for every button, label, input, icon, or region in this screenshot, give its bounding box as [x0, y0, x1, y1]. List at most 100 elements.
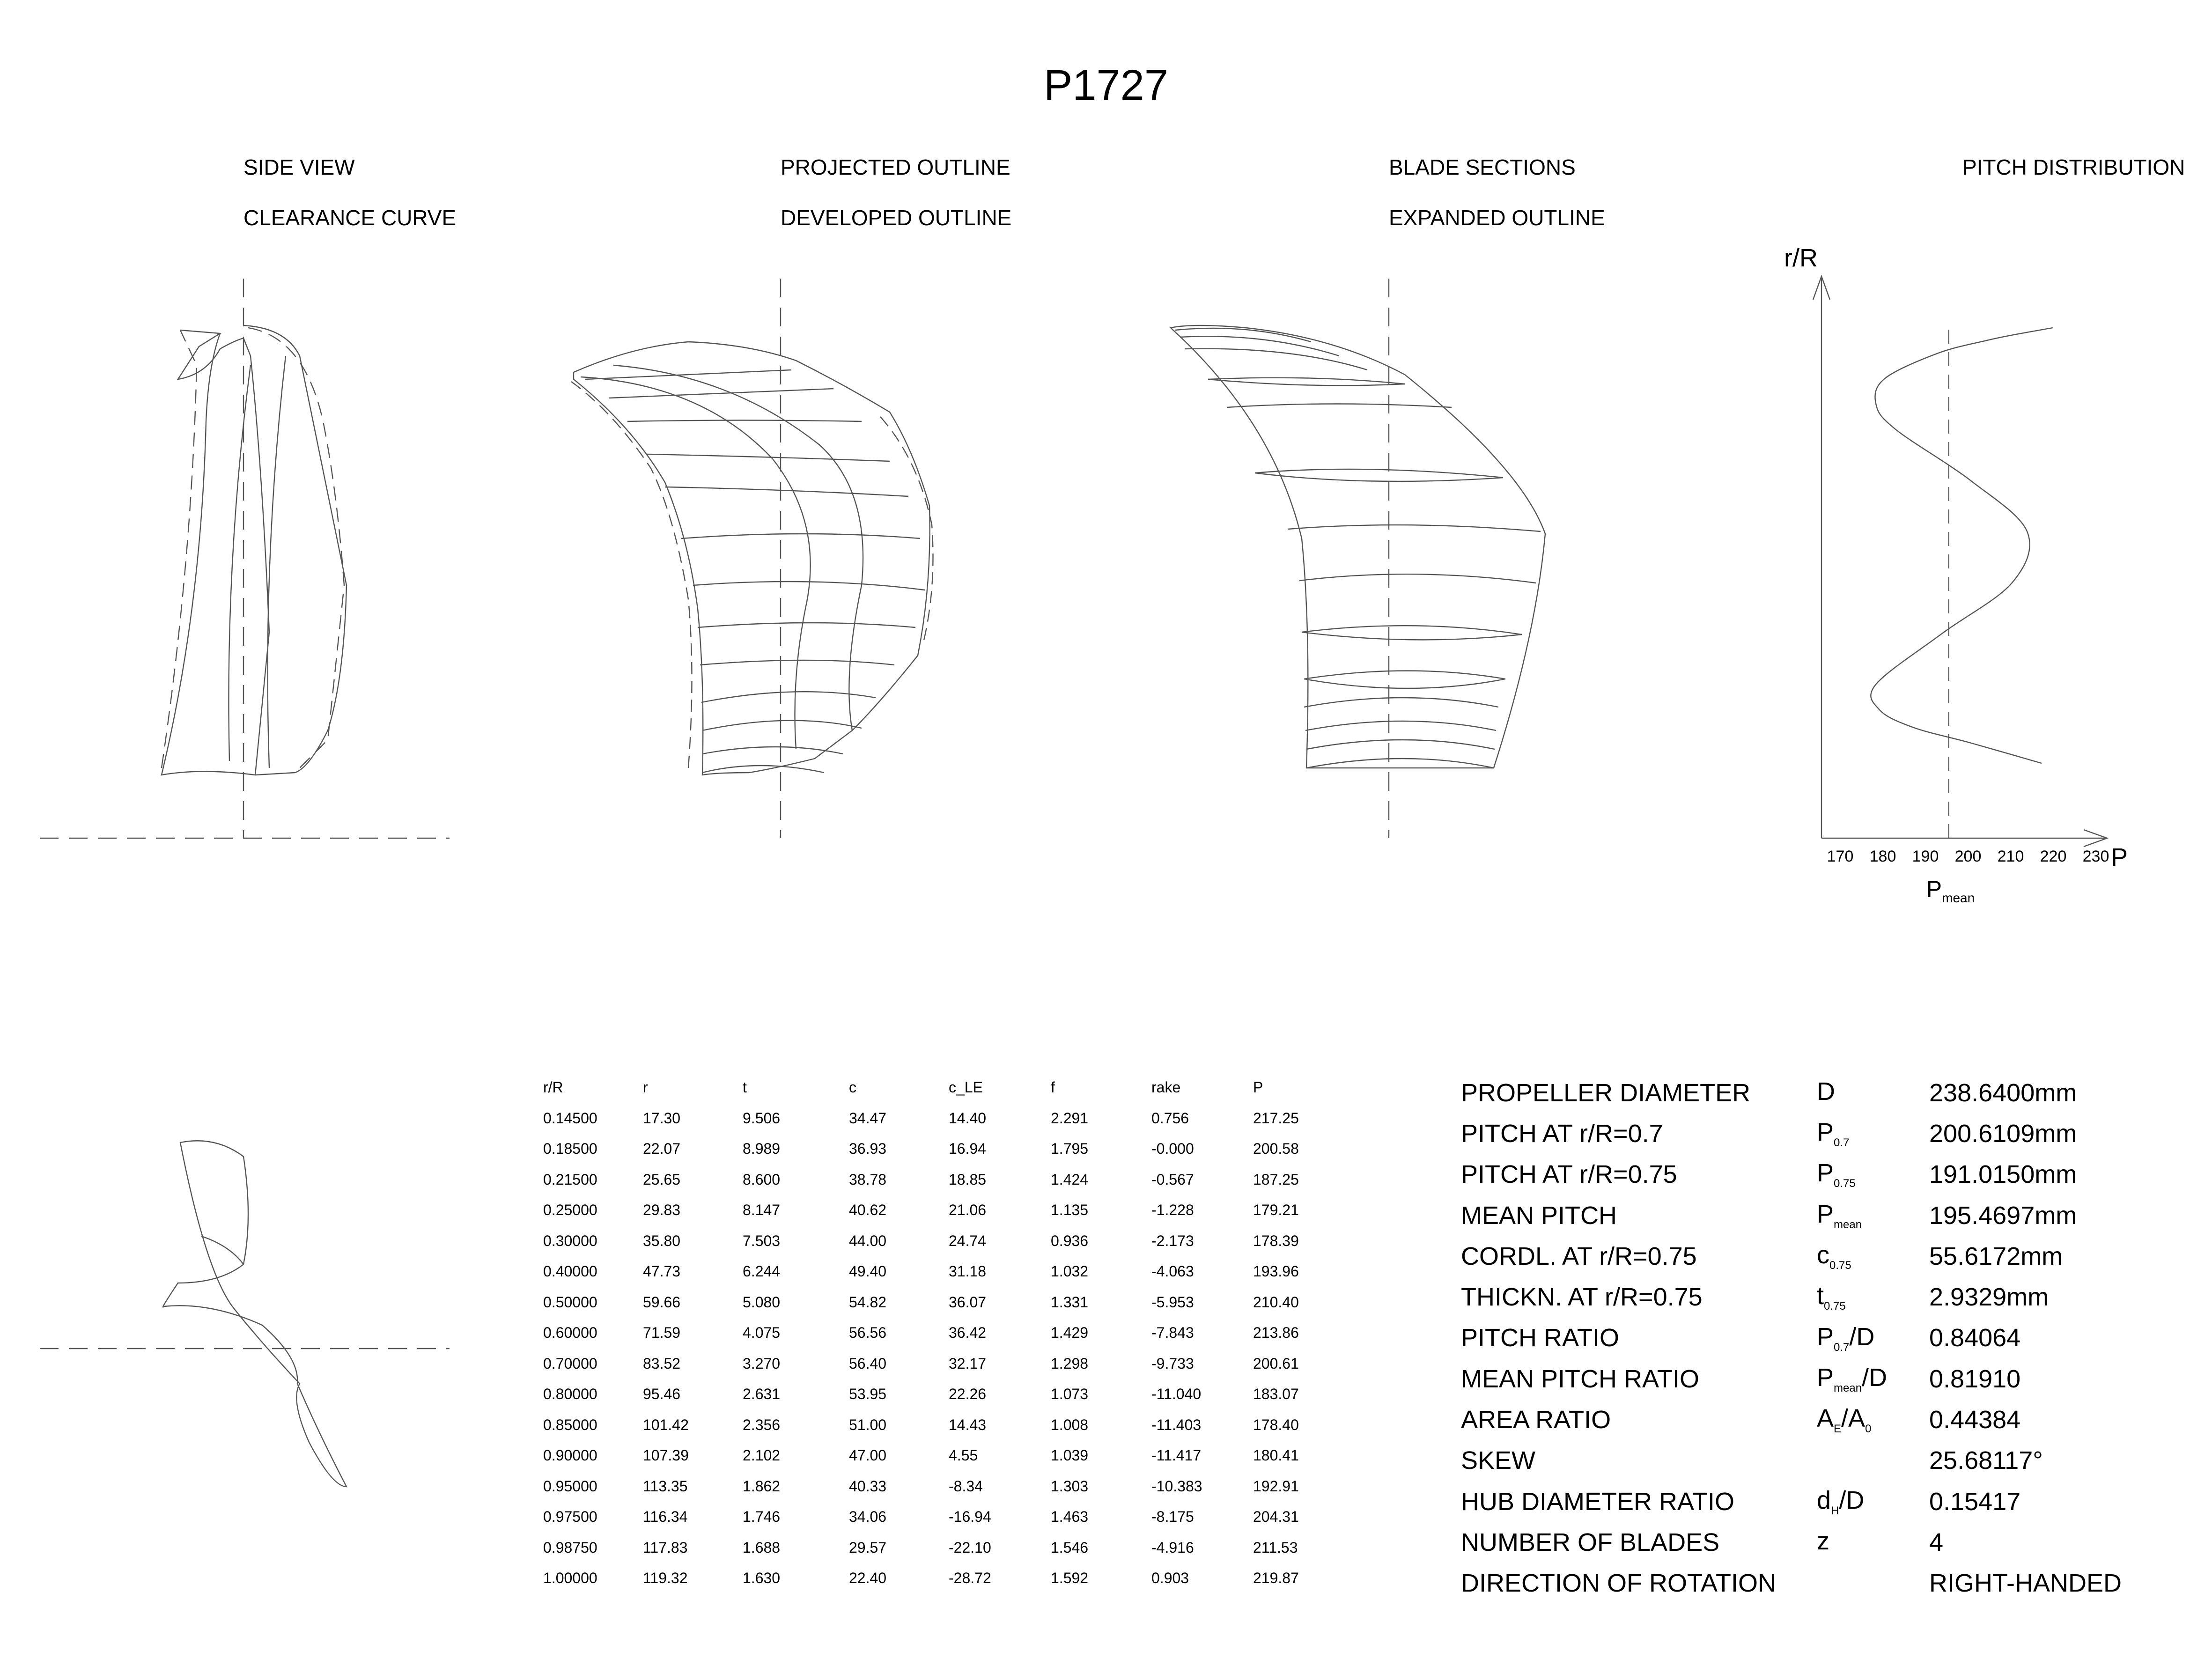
table-cell: 47.00	[849, 1447, 887, 1464]
expanded-outline	[1169, 324, 1546, 769]
table-cell: 36.07	[949, 1293, 987, 1311]
table-cell: 21.06	[949, 1202, 987, 1219]
property-label: THICKN. AT r/R=0.75	[1461, 1283, 1703, 1312]
table-cell: 8.600	[743, 1171, 781, 1188]
table-cell: 178.39	[1253, 1232, 1299, 1249]
property-symbol: t0.75	[1817, 1276, 1929, 1317]
property-symbol: D	[1817, 1072, 1929, 1113]
table-cell: 0.80000	[543, 1386, 597, 1403]
table-cell: 1.008	[1051, 1416, 1089, 1433]
table-cell: 0.98750	[543, 1539, 597, 1556]
property-label: PITCH AT r/R=0.7	[1461, 1119, 1663, 1148]
blade-sections-header: BLADE SECTIONS	[1389, 155, 1576, 179]
table-cell: 117.83	[643, 1539, 688, 1556]
clearance-curve	[162, 1140, 347, 1488]
table-cell: 29.57	[849, 1539, 887, 1556]
table-cell: 1.795	[1051, 1140, 1089, 1158]
table-cell: 35.80	[643, 1232, 681, 1249]
pitch-y-axis-label: r/R	[1784, 244, 1818, 272]
table-cell: 53.95	[849, 1386, 887, 1403]
table-cell: 183.07	[1253, 1386, 1299, 1403]
table-cell: 25.65	[643, 1171, 681, 1188]
table-cell: 0.25000	[543, 1202, 597, 1219]
table-cell: 0.90000	[543, 1447, 597, 1464]
property-value: 55.6172mm	[1929, 1242, 2063, 1270]
property-symbol: c0.75	[1817, 1236, 1929, 1276]
x-tick-label: 230	[2082, 848, 2109, 865]
table-cell: 44.00	[849, 1232, 887, 1249]
table-cell: 1.429	[1051, 1324, 1089, 1342]
table-cell: -7.843	[1151, 1324, 1194, 1342]
property-value: 238.6400mm	[1929, 1078, 2077, 1107]
table-cell: 83.52	[643, 1355, 681, 1372]
property-value: 25.68117°	[1929, 1446, 2043, 1475]
property-value: 0.81910	[1929, 1364, 2021, 1393]
table-cell: 116.34	[643, 1508, 688, 1526]
x-tick-label: 170	[1827, 848, 1854, 865]
table-cell: -0.000	[1151, 1140, 1194, 1158]
table-cell: 3.270	[743, 1355, 781, 1372]
table-cell: 200.61	[1253, 1355, 1299, 1372]
table-cell: 193.96	[1253, 1263, 1299, 1280]
table-cell: 211.53	[1253, 1539, 1298, 1556]
table-cell: 36.93	[849, 1140, 887, 1158]
table-cell: -8.34	[949, 1477, 983, 1495]
side-view-drawing	[40, 279, 450, 1488]
side-view-section-line	[267, 355, 287, 768]
projected-outline-drawing	[571, 279, 934, 838]
table-cell: 5.080	[743, 1293, 781, 1311]
table-cell: 1.463	[1051, 1508, 1089, 1526]
property-symbol: Pmean/D	[1817, 1358, 1929, 1399]
table-cell: 0.97500	[543, 1508, 597, 1526]
property-symbol: P0.75	[1817, 1154, 1929, 1195]
side-view-edge	[243, 324, 347, 776]
table-cell: 213.86	[1253, 1324, 1299, 1342]
pitch-distribution-chart	[1812, 274, 2109, 848]
table-cell: 1.073	[1051, 1386, 1089, 1403]
header-cell: f	[1051, 1079, 1055, 1096]
property-label: PITCH RATIO	[1461, 1324, 1620, 1352]
property-label: HUB DIAMETER RATIO	[1461, 1487, 1735, 1516]
table-cell: 107.39	[643, 1447, 689, 1464]
property-value: 0.84064	[1929, 1324, 2021, 1352]
table-cell: 0.756	[1151, 1109, 1189, 1127]
property-label: MEAN PITCH RATIO	[1461, 1364, 1700, 1393]
table-cell: 54.82	[849, 1293, 887, 1311]
table-cell: 0.60000	[543, 1324, 597, 1342]
property-symbol: AE/A0	[1817, 1399, 1929, 1440]
projected-dashed-outline-2	[880, 416, 934, 647]
table-cell: 95.46	[643, 1386, 681, 1403]
table-cell: 1.592	[1051, 1570, 1089, 1587]
developed-outline-header: DEVELOPED OUTLINE	[781, 206, 1012, 230]
drawing-title: P1727	[1043, 61, 1169, 109]
header-cell: rake	[1151, 1079, 1181, 1096]
property-value: RIGHT-HANDED	[1929, 1569, 2122, 1598]
table-cell: 1.039	[1051, 1447, 1089, 1464]
table-cell: -8.175	[1151, 1508, 1194, 1526]
property-label: MEAN PITCH	[1461, 1201, 1617, 1230]
expanded-outline-header: EXPANDED OUTLINE	[1389, 206, 1605, 230]
symbol-sub: 0.7	[1834, 1341, 1850, 1354]
table-cell: 0.85000	[543, 1416, 597, 1433]
table-cell: 32.17	[949, 1355, 987, 1372]
table-cell: -5.953	[1151, 1293, 1194, 1311]
table-cell: 51.00	[849, 1416, 887, 1433]
x-tick-label: 200	[1954, 848, 1982, 865]
symbol-sub: 0.7	[1834, 1136, 1850, 1149]
table-cell: 179.21	[1253, 1202, 1299, 1219]
table-cell: -2.173	[1151, 1232, 1194, 1249]
table-cell: 4.075	[743, 1324, 781, 1342]
side-view-outline	[161, 329, 270, 776]
